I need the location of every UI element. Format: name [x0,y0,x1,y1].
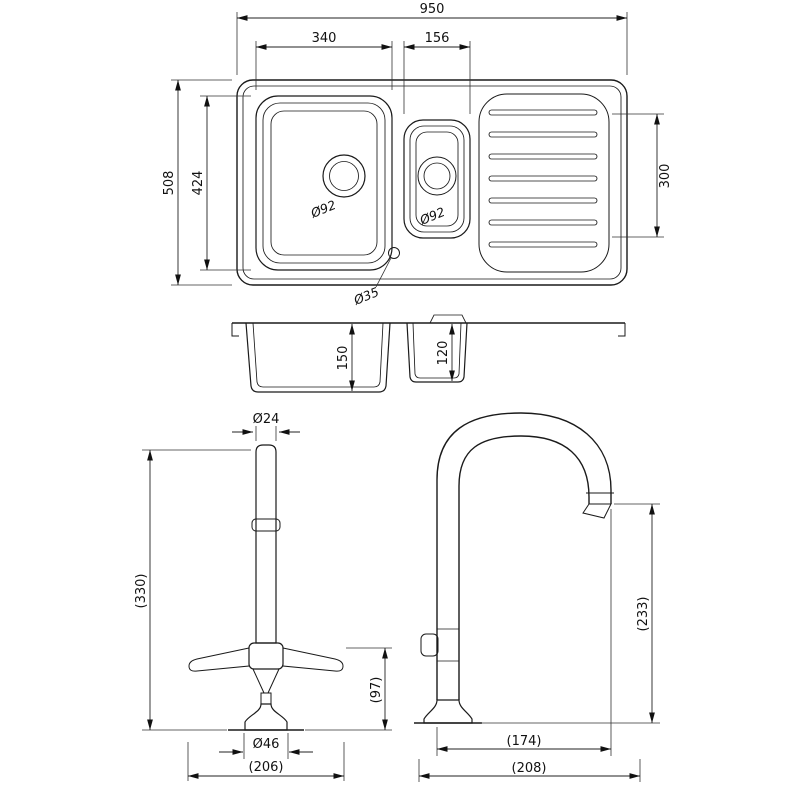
dim-half-bowl-depth: 120 [436,323,455,382]
left-lever-handle [188,647,250,672]
drainer-rib [488,153,598,160]
dim-main-bowl-depth-label: 150 [336,346,351,371]
dim-tap-height: (330) [134,449,251,731]
dim-tap-height-label: (330) [134,574,149,609]
dim-half-bowl-width: 156 [403,31,471,114]
drainer-rib [488,219,598,226]
dim-spout-diameter-label: Ø24 [253,412,280,427]
drainer [478,93,610,273]
left-edge [231,323,239,337]
mixer-body [248,642,284,670]
leader-line [375,257,392,288]
section-view: 150 120 [231,314,626,393]
dim-main-bowl-length: 424 [191,95,251,271]
spout-column [255,444,277,644]
dim-spout-reach: (174) [436,509,612,756]
tap-hole-icon [388,247,400,259]
dim-overall-depth: 508 [162,79,232,286]
half-bowl-section [406,314,468,383]
tap-side-body [414,412,614,724]
dim-side-overall: (208) [418,759,641,782]
spout-collar [251,518,281,532]
side-lever-handle [420,633,439,657]
tap-hole [375,247,400,288]
dim-spout-height: (233) [481,503,660,724]
tap-hole-label: Ø35 [351,284,381,308]
drainer-rib [488,241,598,248]
drainer-rib [488,109,598,116]
half-bowl [403,119,471,239]
main-bowl-section [245,322,391,393]
half-bowl-waste-label: Ø92 [417,204,447,228]
gooseneck-inner [458,435,590,700]
dim-spout-reach-label: (174) [507,734,542,749]
dim-half-bowl-depth-label: 120 [436,341,451,366]
base-trumpet [423,699,473,724]
dim-spout-height-label: (233) [636,597,651,632]
stem [260,692,272,705]
dim-main-bowl-length-label: 424 [191,171,206,196]
dim-base-diameter-label: Ø46 [253,737,280,752]
body-taper [252,668,280,694]
drainer-rib [488,197,598,204]
plan-view: Ø92 Ø92 Ø35 950 [162,2,673,308]
dim-overall-depth-label: 508 [162,171,177,196]
dim-tap-width: (206) [187,742,345,781]
tap-front-body [188,444,344,731]
dim-spout-diameter: Ø24 [232,412,300,441]
tap-side-view: (233) (174) (208) [414,412,660,782]
tap-front-view: Ø24 (330) (97) Ø46 (206) [134,412,392,781]
main-bowl [255,95,393,271]
right-edge [618,323,626,337]
base-trumpet [244,703,288,731]
dim-half-bowl-width-label: 156 [425,31,450,46]
gooseneck-outer [436,412,612,700]
dim-drainer-length-label: 300 [658,164,673,189]
half-waste-icon [417,156,457,196]
spout-outlet [582,503,612,519]
dim-overall-width: 950 [236,2,628,75]
dim-tap-width-label: (206) [249,760,284,775]
dim-main-bowl-depth: 150 [336,323,355,392]
dim-main-bowl-width-label: 340 [312,31,337,46]
sink-body [236,79,628,286]
dim-handle-height: (97) [305,647,392,731]
dim-side-overall-label: (208) [512,761,547,776]
dim-overall-width-label: 950 [420,2,445,17]
dim-main-bowl-width: 340 [255,31,393,90]
dim-base-diameter: Ø46 [219,733,313,759]
dim-handle-height-label: (97) [369,677,384,704]
dim-drainer-length: 300 [612,113,673,238]
main-waste-icon [322,154,366,198]
main-bowl-waste-label: Ø92 [308,197,338,221]
drainer-rib [488,175,598,182]
overflow-fitting [429,314,467,324]
drainer-rib [488,131,598,138]
right-lever-handle [282,647,344,672]
